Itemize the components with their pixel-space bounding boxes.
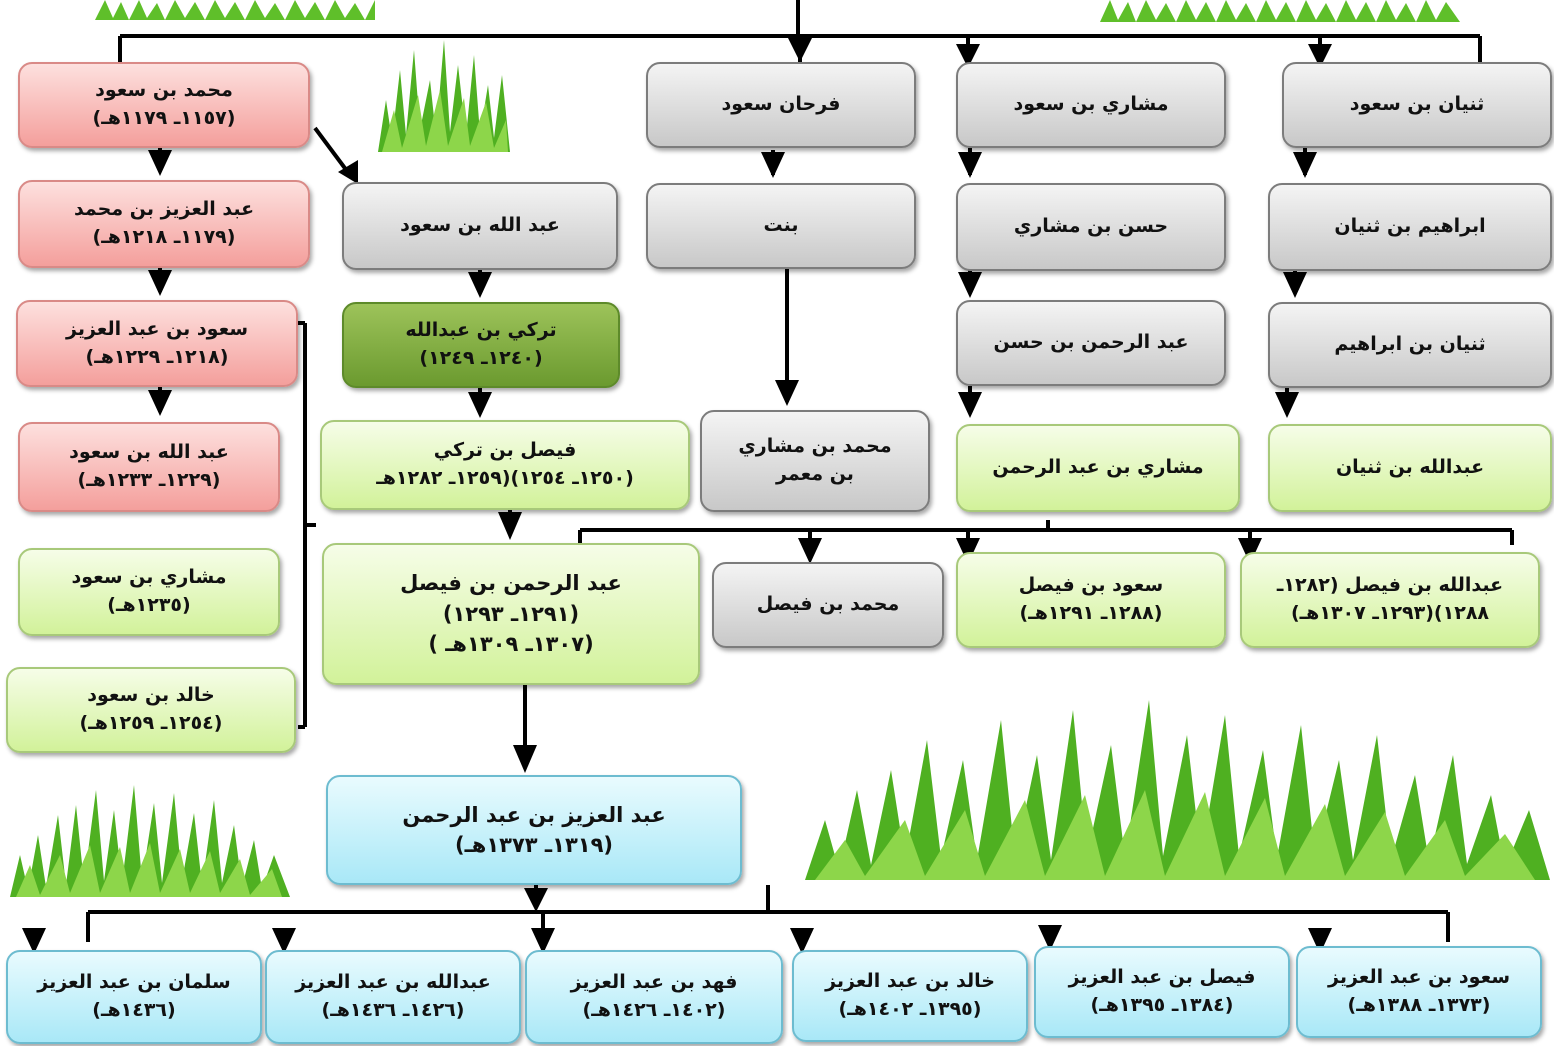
node-abdullah-bin-faisal: عبدالله بن فيصل (١٢٨٢ـ ١٢٨٨)(١٢٩٣ـ ١٣٠٧ه… [1240, 552, 1540, 648]
grass-decoration-bottom-right [805, 700, 1550, 880]
node-dates-second: (١٣٠٧ـ ١٣٠٩هـ ) [428, 632, 594, 657]
node-name: فرحان سعود [721, 93, 841, 116]
node-dates: (١١٧٩ـ ١٢١٨هـ) [92, 226, 236, 248]
node-name: محمد بن فيصل [756, 593, 900, 616]
node-khalid-bin-abdulaziz: خالد بن عبد العزيز (١٣٩٥ـ ١٤٠٢هـ) [792, 950, 1028, 1042]
node-name: عبدالله بن عبد العزيز [295, 971, 491, 994]
grass-decoration-bottom-left [10, 785, 290, 897]
node-dates: (١٤٣٦هـ) [92, 999, 176, 1021]
node-dates: (١٣١٩ـ ١٣٧٣هـ) [455, 833, 614, 857]
node-name: مشاري بن سعود [71, 566, 227, 589]
node-thunayan-bin-ibrahim: ثنيان بن ابراهيم [1268, 302, 1552, 388]
node-abdullah-bin-saud: عبد الله بن سعود [342, 182, 618, 270]
node-name: محمد بن سعود [95, 79, 233, 102]
node-abdulrahman-bin-hasan: عبد الرحمن بن حسن [956, 300, 1226, 386]
node-dates: (١١٥٧ـ ١١٧٩هـ) [92, 107, 236, 129]
node-name: ثنيان بن ابراهيم [1334, 333, 1486, 356]
node-abdullah-bin-abdulaziz: عبدالله بن عبد العزيز (١٤٢٦ـ ١٤٣٦هـ) [265, 950, 521, 1044]
node-saud-bin-abdulaziz-king: سعود بن عبد العزيز (١٣٧٣ـ ١٣٨٨هـ) [1296, 946, 1542, 1038]
node-name: خالد بن عبد العزيز [825, 970, 995, 993]
node-saud-bin-abdulaziz: سعود بن عبد العزيز (١٢١٨ـ ١٢٢٩هـ) [16, 300, 298, 387]
node-name-second: بن معمر [776, 463, 854, 485]
node-dates: (١٢٣٥هـ) [107, 594, 191, 616]
node-name: خالد بن سعود [87, 684, 215, 707]
node-mishari-bin-saud: مشاري بن سعود [956, 62, 1226, 148]
node-mohammed-bin-saud: محمد بن سعود (١١٥٧ـ ١١٧٩هـ) [18, 62, 310, 148]
node-dates: (١٢٥٤ـ ١٢٥٩هـ) [79, 712, 223, 734]
node-mishari-bin-abdulrahman: مشاري بن عبد الرحمن [956, 424, 1240, 512]
node-name: حسن بن مشاري [1013, 215, 1169, 238]
node-abdulaziz-bin-mohammed: عبد العزيز بن محمد (١١٧٩ـ ١٢١٨هـ) [18, 180, 310, 268]
node-dates: (١٢٥٠ـ ١٢٥٤)(١٢٥٩ـ ١٢٨٢هـ [376, 467, 634, 489]
node-dates: (١٢٩١ـ ١٢٩٣) [442, 601, 580, 626]
node-name: عبد العزيز بن عبد الرحمن [402, 802, 666, 827]
node-name: بنت [763, 214, 799, 237]
grass-decoration-top-left [95, 0, 375, 20]
node-name: سعود بن فيصل [1018, 574, 1164, 597]
node-faisal-bin-turki: فيصل بن تركي (١٢٥٠ـ ١٢٥٤)(١٢٥٩ـ ١٢٨٢هـ [320, 420, 690, 510]
node-saud-bin-faisal: سعود بن فيصل (١٢٨٨ـ ١٢٩١هـ) [956, 552, 1226, 648]
node-khalid-bin-saud: خالد بن سعود (١٢٥٤ـ ١٢٥٩هـ) [6, 667, 296, 753]
node-name: عبد العزيز بن محمد [73, 198, 255, 221]
node-abdullah-bin-saud-imam: عبد الله بن سعود (١٢٢٩ـ ١٢٣٣هـ) [18, 422, 280, 512]
node-name: سلمان بن عبد العزيز [37, 971, 231, 994]
node-name: سعود بن عبد العزيز [66, 317, 249, 340]
node-salman-bin-abdulaziz: سلمان بن عبد العزيز (١٤٣٦هـ) [6, 950, 262, 1044]
node-mohammed-bin-mishari-bin-muammar: محمد بن مشاري بن معمر [700, 410, 930, 512]
node-turki-bin-abdullah: تركي بن عبدالله (١٢٤٠ـ ١٢٤٩) [342, 302, 620, 388]
node-name: عبدالله بن فيصل (١٢٨٢ـ [1276, 574, 1504, 597]
node-name: مشاري بن عبد الرحمن [992, 456, 1204, 479]
node-name: محمد بن مشاري [738, 435, 892, 458]
node-abdullah-bin-thunayan: عبدالله بن ثنيان [1268, 424, 1552, 512]
node-fahd-bin-abdulaziz: فهد بن عبد العزيز (١٤٠٢ـ ١٤٢٦هـ) [525, 950, 783, 1044]
node-abdulrahman-bin-faisal: عبد الرحمن بن فيصل (١٢٩١ـ ١٢٩٣) (١٣٠٧ـ ١… [322, 543, 700, 685]
grass-decoration-top-right [1100, 0, 1460, 22]
grass-decoration-middle [378, 40, 510, 152]
node-name: سعود بن عبد العزيز [1328, 966, 1511, 989]
node-dates: (١٤٢٦ـ ١٤٣٦هـ) [321, 999, 465, 1021]
node-name: عبد الله بن سعود [400, 214, 560, 237]
node-dates: (١٤٠٢ـ ١٤٢٦هـ) [582, 999, 726, 1021]
node-ibrahim-bin-thunayan: ابراهيم بن ثنيان [1268, 183, 1552, 271]
node-name: فهد بن عبد العزيز [570, 971, 738, 994]
node-mishari-bin-saud-imam: مشاري بن سعود (١٢٣٥هـ) [18, 548, 280, 636]
node-hasan-bin-mishari: حسن بن مشاري [956, 183, 1226, 271]
node-dates: (١٢١٨ـ ١٢٢٩هـ) [85, 345, 229, 368]
node-abdulaziz-bin-abdulrahman: عبد العزيز بن عبد الرحمن (١٣١٩ـ ١٣٧٣هـ) [326, 775, 742, 885]
node-dates: (١٢٤٠ـ ١٢٤٩) [419, 347, 543, 369]
node-dates: (١٣٨٤ـ ١٣٩٥هـ) [1090, 994, 1234, 1016]
node-thunayan-bin-saud: ثنيان بن سعود [1282, 62, 1552, 148]
node-name: ثنيان بن سعود [1349, 93, 1485, 116]
node-mohammed-bin-faisal: محمد بن فيصل [712, 562, 944, 648]
node-faisal-bin-abdulaziz: فيصل بن عبد العزيز (١٣٨٤ـ ١٣٩٥هـ) [1034, 946, 1290, 1038]
node-name: فيصل بن عبد العزيز [1068, 966, 1256, 989]
node-dates: (١٣٩٥ـ ١٤٠٢هـ) [838, 998, 982, 1020]
node-name: عبد الرحمن بن حسن [993, 331, 1189, 354]
node-name: عبدالله بن ثنيان [1335, 456, 1485, 479]
node-dates: (١٣٧٣ـ ١٣٨٨هـ) [1347, 994, 1491, 1016]
node-name: عبد الرحمن بن فيصل [400, 571, 622, 596]
node-name: فيصل بن تركي [433, 439, 577, 462]
node-name: تركي بن عبدالله [405, 319, 557, 342]
node-bint: بنت [646, 183, 916, 269]
node-dates: (١٢٨٨ـ ١٢٩١هـ) [1019, 602, 1163, 624]
node-name: ابراهيم بن ثنيان [1334, 215, 1486, 238]
node-name: مشاري بن سعود [1013, 93, 1169, 116]
node-dates: ١٢٨٨)(١٢٩٣ـ ١٣٠٧هـ) [1291, 602, 1490, 624]
node-farhan-saud: فرحان سعود [646, 62, 916, 148]
node-name: عبد الله بن سعود [69, 441, 229, 464]
node-dates: (١٢٢٩ـ ١٢٣٣هـ) [77, 469, 221, 491]
